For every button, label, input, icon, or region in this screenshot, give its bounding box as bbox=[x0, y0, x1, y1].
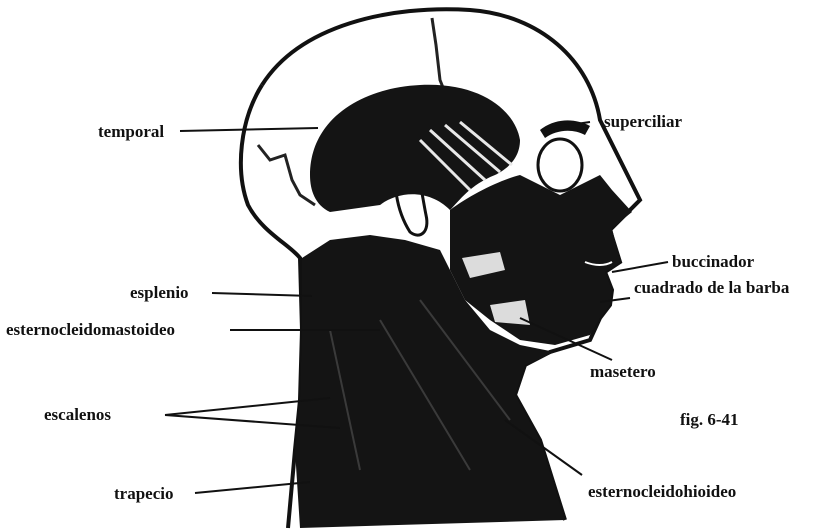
label-trapecio: trapecio bbox=[114, 484, 173, 503]
eye-orbit bbox=[538, 139, 582, 191]
label-esternocleidomastoideo: esternocleidomastoideo bbox=[6, 320, 175, 339]
label-esternocleidohioideo: esternocleidohioideo bbox=[588, 482, 736, 501]
label-temporal: temporal bbox=[98, 122, 164, 141]
back-of-head-outline bbox=[241, 85, 302, 528]
leader-temporal bbox=[180, 128, 318, 131]
label-cuadrado-de-la-barba: cuadrado de la barba bbox=[634, 278, 790, 297]
lambdoid-suture bbox=[258, 145, 315, 205]
label-escalenos: escalenos bbox=[44, 405, 111, 424]
label-esplenio: esplenio bbox=[130, 283, 189, 302]
label-buccinador: buccinador bbox=[672, 252, 755, 271]
figure-number: fig. 6-41 bbox=[680, 410, 739, 429]
leader-esplenio bbox=[212, 293, 312, 296]
coronal-suture bbox=[432, 18, 446, 95]
label-masetero: masetero bbox=[590, 362, 656, 381]
label-superciliar: superciliar bbox=[604, 112, 683, 131]
